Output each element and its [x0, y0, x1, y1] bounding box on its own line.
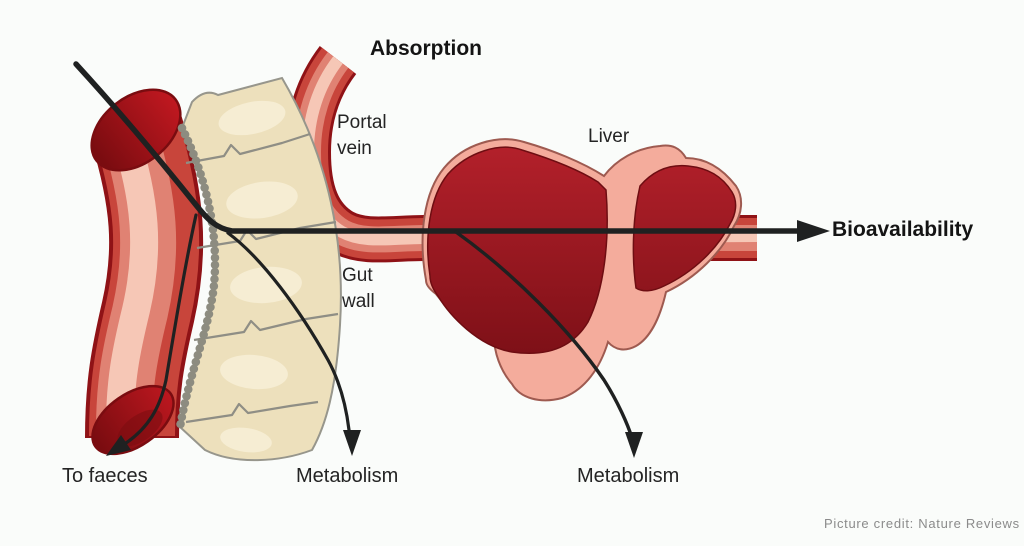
liver-metabolism-arrowhead [625, 432, 643, 458]
liver-metabolism-arrow-line [454, 230, 634, 440]
gut-metabolism-arrow-line [226, 231, 351, 432]
liver-metabolism-label: Metabolism [577, 465, 680, 487]
liver-right-lobe [632, 164, 737, 292]
flow-arrows [73, 61, 803, 445]
absorption-label: Absorption [370, 37, 482, 60]
to-faeces-label: To faeces [62, 465, 148, 487]
intestine-lumen-bottom [91, 384, 175, 456]
gut-wall-label: Gut wall [342, 265, 375, 312]
bioavailability-label: Bioavailability [832, 218, 974, 241]
picture-credit: Picture credit: Nature Reviews [824, 516, 1020, 531]
main-flow-line [73, 61, 803, 234]
villi-brush-border [175, 123, 220, 432]
gut-metabolism-arrowhead [343, 430, 361, 456]
liver-label: Liver [588, 126, 630, 147]
gut-metabolism-label: Metabolism [296, 465, 399, 487]
to-faeces-arrow-line [124, 213, 198, 445]
intestine-tube [85, 88, 204, 456]
liver-left-lobe [427, 146, 608, 355]
gut-wall-highlights [218, 100, 302, 453]
bioavailability-arrowhead [797, 220, 830, 242]
to-faeces-arrowhead [106, 435, 131, 456]
arrowheads [106, 220, 830, 458]
liver [421, 138, 742, 402]
portal-vein-label: Portal vein [337, 112, 387, 159]
gut-wall-segment-dividers [185, 132, 339, 424]
gut-wall-band [175, 76, 342, 462]
